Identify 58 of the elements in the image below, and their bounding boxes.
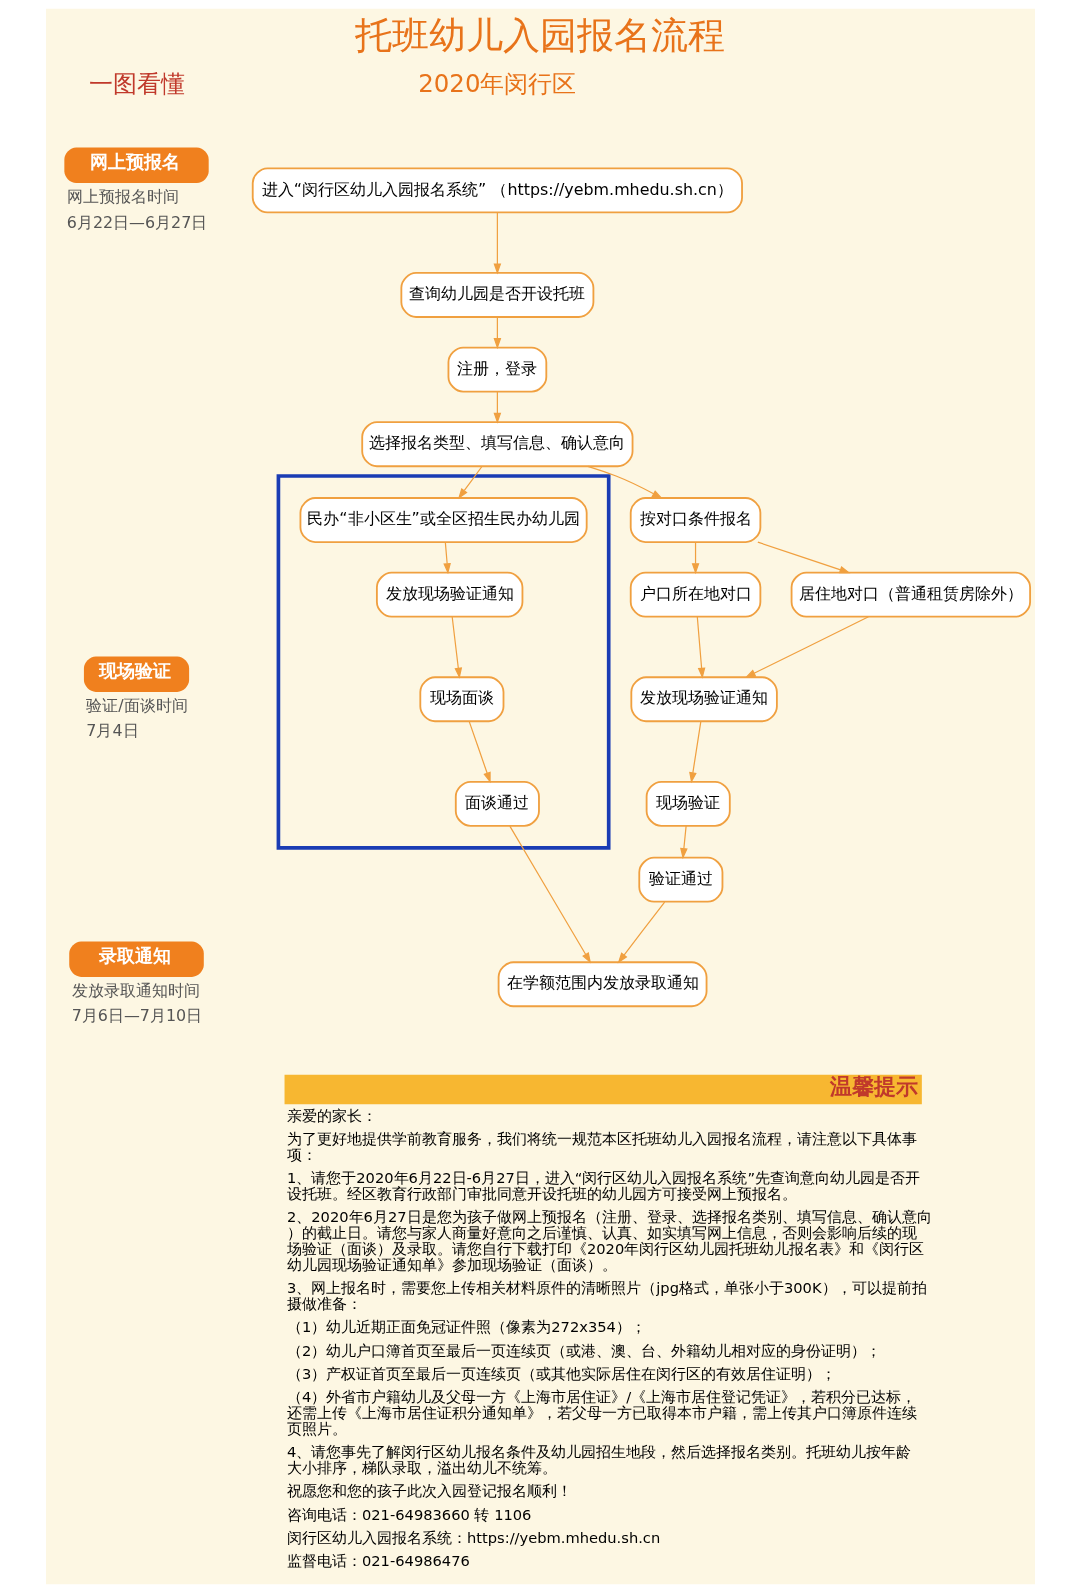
node-box: 居住地对口（普通租赁房除外） bbox=[790, 571, 1031, 618]
node-label: 7月4日 bbox=[85, 721, 139, 741]
cluster bbox=[276, 474, 611, 850]
arrow bbox=[457, 465, 483, 500]
node-box: 发放现场验证通知 bbox=[375, 571, 523, 618]
arrow bbox=[493, 212, 501, 275]
arrow bbox=[679, 825, 688, 860]
node-box: 录取通知 bbox=[68, 941, 204, 977]
node-box: 现场验证 bbox=[645, 780, 731, 827]
label: 祝愿您和您的孩子此次入园登记报名顺利！ bbox=[286, 1482, 572, 1500]
arrow bbox=[688, 721, 701, 784]
node-label: 发放录取通知时间 bbox=[71, 980, 200, 1000]
label: 温馨提示 bbox=[829, 1073, 918, 1099]
label: 监督电话：021-64986476 bbox=[286, 1552, 470, 1570]
arrow bbox=[442, 541, 451, 575]
node-box: 网上预报名 bbox=[63, 147, 209, 184]
label: 一图看懂 bbox=[88, 68, 185, 98]
arrow bbox=[696, 616, 705, 679]
label: （4）外省市户籍幼儿及父母一方《上海市居住证》/《上海市居住登记凭证》，若积分已达标，还需上传《上海市居住证积分通知单》，若父母一方已取得本市户籍，需上传其户口簿原件连续页照片。 bbox=[286, 1388, 917, 1437]
arrow bbox=[508, 825, 591, 964]
label: 4、请您事先了解闵行区幼儿报名条件及幼儿园招生地段，然后选择报名类别。托班幼儿按年龄大小排序，梯队录取，溢出幼儿不统筹。 bbox=[286, 1443, 911, 1477]
arrow bbox=[617, 901, 665, 964]
node-box: 验证通过 bbox=[637, 856, 723, 903]
node-box: 现场验证 bbox=[83, 656, 189, 692]
label: 3、网上报名时，需要您上传相关材料原件的清晰照片（jpg格式，单张小于300K），可以提前拍摄做准备： bbox=[286, 1279, 927, 1313]
arrow bbox=[744, 616, 869, 678]
node-label: 网上预报名时间 bbox=[66, 186, 179, 206]
node-box: 发放现场验证通知 bbox=[629, 676, 778, 723]
label: 为了更好地提供学前教育服务，我们将统一规范本区托班幼儿入园报名流程，请注意以下具体事项： bbox=[286, 1130, 917, 1163]
node-box: 注册，登录 bbox=[447, 346, 547, 393]
node-box: 查询幼儿园是否开设托班 bbox=[399, 272, 594, 318]
arrow bbox=[493, 316, 501, 350]
arrow bbox=[756, 541, 850, 574]
node-box: 民办“非小区生”或全区招生民办幼儿园 bbox=[299, 497, 588, 543]
arrow bbox=[451, 616, 462, 679]
arrow bbox=[468, 721, 491, 784]
node-label: 验证/面谈时间 bbox=[85, 695, 188, 715]
node-box: 选择报名类型、填写信息、确认意向 bbox=[360, 421, 633, 468]
label: （3）产权证首页至最后一页连续页（或其他实际居住在闵行区的有效居住证明）； bbox=[286, 1364, 836, 1382]
node-label: 6月22日—6月27日 bbox=[66, 212, 207, 232]
label: 1、请您于2020年6月22日-6月27日，进入“闵行区幼儿入园报名系统”先查询意向幼儿园是否开设托班。经区教育行政部门审批同意开设托班的幼儿园方可接受网上预报名。 bbox=[286, 1169, 920, 1203]
node-box: 户口所在地对口 bbox=[629, 571, 761, 618]
label: （1）幼儿近期正面免冠证件照（像素为272x354）； bbox=[286, 1318, 646, 1336]
label: 闵行区幼儿入园报名系统：https://yebm.mhedu.sh.cn bbox=[286, 1528, 660, 1546]
node-box: 现场面谈 bbox=[418, 676, 504, 723]
arrow bbox=[493, 391, 501, 424]
node-box: 面谈通过 bbox=[454, 780, 540, 827]
label: （2）幼儿户口簿首页至最后一页连续页（或港、澳、台、外籍幼儿相对应的身份证明）； bbox=[286, 1341, 881, 1359]
label: 2、2020年6月27日是您为孩子做网上预报名（注册、登录、选择报名类别、填写信息、确认意向）的截止日。请您与家人商量好意向之后谨慎、认真、如实填写网上信息，否则会影响后续的现场验证（面谈）及录取。请您自行下载打印《2020年闵行区幼儿园托班幼儿报名表》和《闵行区幼儿园现场验证通知单》参加现场验证（面谈）。 bbox=[286, 1208, 932, 1274]
arrow bbox=[691, 541, 699, 575]
label: 2020年闵行区 bbox=[417, 68, 576, 98]
diagram-title: 托班幼儿入园报名流程 bbox=[355, 13, 725, 57]
node-box: 在学额范围内发放录取通知 bbox=[497, 961, 707, 1008]
node-label: 7月6日—7月10日 bbox=[71, 1006, 202, 1026]
node-box: 按对口条件报名 bbox=[629, 497, 761, 543]
label: 咨询电话：021-64983660 转 1106 bbox=[286, 1505, 531, 1523]
label: 亲爱的家长： bbox=[286, 1106, 377, 1124]
node-box: 进入“闵行区幼儿入园报名系统” （https://yebm.mhedu.sh.cn） bbox=[251, 167, 743, 214]
